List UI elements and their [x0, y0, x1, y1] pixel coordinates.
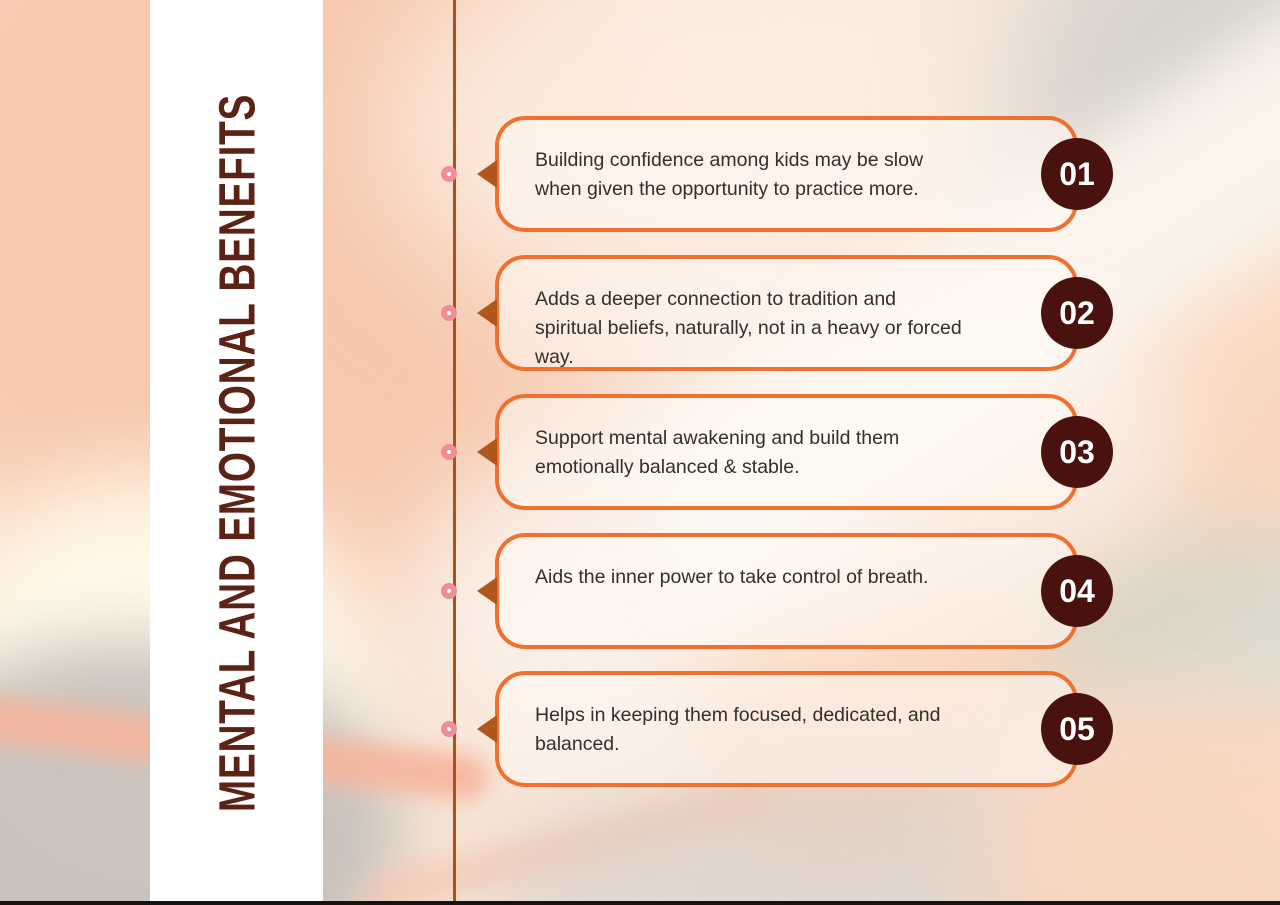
background-peach-band	[634, 130, 1280, 905]
benefit-text: Helps in keeping them focused, dedicated…	[535, 704, 941, 755]
number-badge: 04	[1041, 555, 1113, 627]
benefit-card-1: Building confidence among kids may be sl…	[495, 116, 1113, 232]
timeline-node-icon	[441, 166, 457, 182]
timeline-node-icon	[441, 721, 457, 737]
timeline-node-icon	[441, 305, 457, 321]
arrow-left-icon	[477, 715, 497, 743]
timeline-item-1: Building confidence among kids may be sl…	[0, 116, 1280, 232]
number-badge: 02	[1041, 277, 1113, 349]
benefit-card-2: Adds a deeper connection to tradition an…	[495, 255, 1113, 371]
background-pink-stripe	[361, 777, 779, 905]
arrow-left-icon	[477, 438, 497, 466]
benefit-text: Building confidence among kids may be sl…	[535, 149, 924, 200]
number-badge: 03	[1041, 416, 1113, 488]
arrow-left-icon	[477, 160, 497, 188]
number-badge: 05	[1041, 693, 1113, 765]
arrow-left-icon	[477, 299, 497, 327]
timeline-item-5: Helps in keeping them focused, dedicated…	[0, 671, 1280, 787]
arrow-left-icon	[477, 577, 497, 605]
timeline-node-icon	[441, 583, 457, 599]
timeline-item-3: Support mental awakening and build them …	[0, 394, 1280, 510]
bottom-edge-bar	[0, 901, 1280, 905]
benefit-card-3: Support mental awakening and build them …	[495, 394, 1113, 510]
benefit-text: Aids the inner power to take control of …	[535, 566, 929, 588]
timeline-item-2: Adds a deeper connection to tradition an…	[0, 255, 1280, 371]
benefit-text: Adds a deeper connection to tradition an…	[535, 288, 962, 368]
benefit-card-4: Aids the inner power to take control of …	[495, 533, 1113, 649]
benefit-card-5: Helps in keeping them focused, dedicated…	[495, 671, 1113, 787]
timeline-node-icon	[441, 444, 457, 460]
benefit-text: Support mental awakening and build them …	[535, 427, 900, 478]
timeline-item-4: Aids the inner power to take control of …	[0, 533, 1280, 649]
number-badge: 01	[1041, 138, 1113, 210]
